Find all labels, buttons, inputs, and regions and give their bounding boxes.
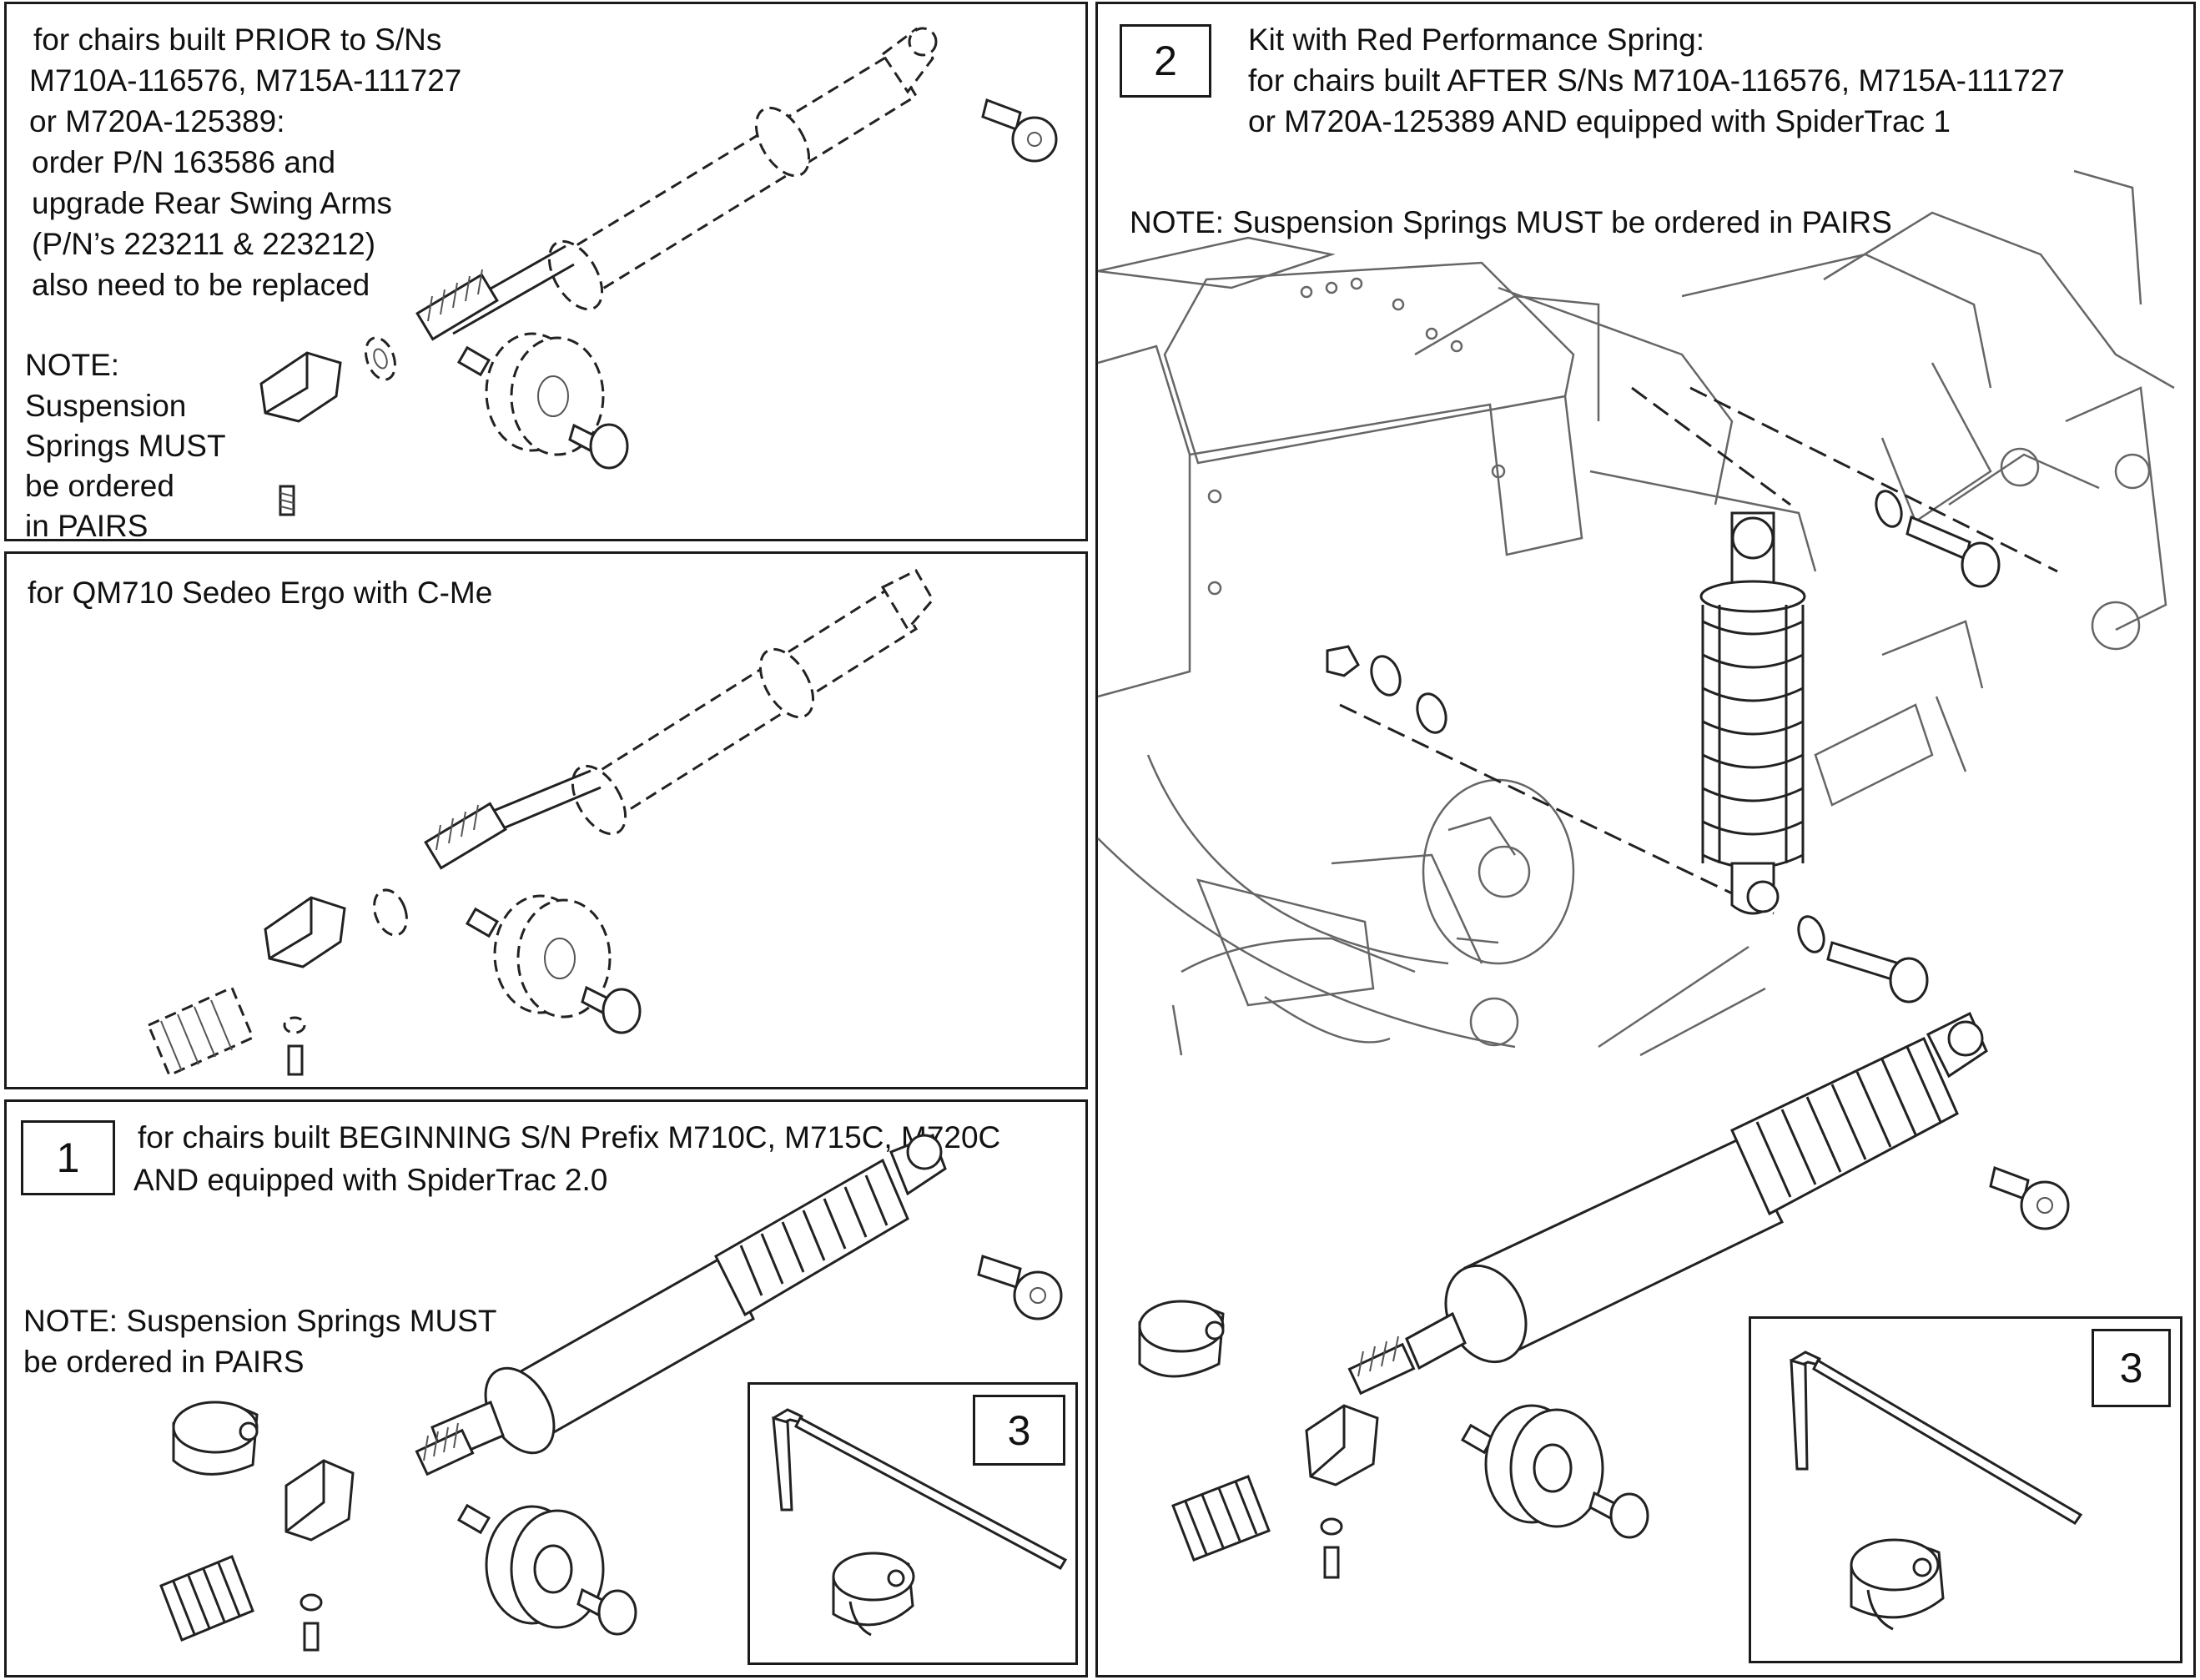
panel-a-line-2: M710A-116576, M715A-111727 — [29, 63, 462, 98]
socket-cap-screw — [576, 1587, 637, 1636]
shaft-collar — [1850, 1538, 1945, 1631]
red-performance-spring-shock — [1699, 511, 1806, 915]
set-screw — [456, 345, 491, 377]
panel-2-line-3: or M720A-125389 AND equipped with Spider… — [1248, 104, 1951, 138]
panel-2-line-2: for chairs built AFTER S/Ns M710A-116576… — [1248, 63, 2065, 98]
bushing-block — [284, 1459, 355, 1542]
panel-a-line-4: order P/N 163586 and — [32, 145, 336, 179]
bushing-block — [264, 896, 346, 968]
shaft-collar — [172, 1401, 259, 1476]
panel-2-illustration — [1097, 169, 2175, 1579]
kit-socket-cap-screw — [1588, 1491, 1649, 1539]
kit-nut-and-screw — [1320, 1517, 1343, 1579]
nut-and-screw — [283, 1016, 306, 1076]
panel-2-number: 2 — [1120, 24, 1211, 98]
shock-absorber-dashed — [415, 27, 938, 341]
upper-hardware — [1875, 490, 2001, 588]
panel-a-note-4: be ordered — [25, 469, 174, 503]
socket-cap-screw — [568, 423, 629, 470]
shock-absorber-solid — [415, 1134, 947, 1476]
panel-a-line-5: upgrade Rear Swing Arms — [32, 186, 392, 220]
panel-prior-serials: for chairs built PRIOR to S/Ns M710A-116… — [4, 2, 1088, 543]
coil-spring-dashed — [147, 985, 254, 1078]
kit-spring-collar — [1484, 1404, 1604, 1528]
panel-1-inset-tools: 3 — [748, 1382, 1078, 1665]
kit-shoulder-bolt — [1989, 1165, 2070, 1230]
panel-1-line-2: AND equipped with SpiderTrac 2.0 — [133, 1163, 608, 1197]
panel-a-line-1: for chairs built PRIOR to S/Ns — [33, 23, 442, 57]
socket-cap-screw — [581, 985, 642, 1034]
panel-2-line-1: Kit with Red Performance Spring: — [1248, 23, 1705, 57]
hex-key — [772, 1408, 1068, 1570]
panel-2-note: NOTE: Suspension Springs MUST be ordered… — [1130, 205, 1892, 239]
panel-b-illustration — [147, 569, 934, 1078]
panel-2-red-spring: 2 Kit with Red Performance Spring: for c… — [1095, 2, 2196, 1677]
kit-coil-spring — [1171, 1475, 1271, 1562]
shoulder-bolt — [977, 1255, 1063, 1320]
panel-sedeo-ergo: for QM710 Sedeo Ergo with C-Me — [4, 551, 1088, 1089]
panel-2-inset-illustration — [1790, 1351, 2083, 1631]
panel-1-spidertrac-2: 1 for chairs built BEGINNING S/N Prefix … — [4, 1099, 1088, 1677]
coil-spring — [159, 1555, 254, 1642]
panel-a-line-6: (P/N’s 223211 & 223212) — [32, 227, 376, 261]
nut-and-screw — [300, 1593, 323, 1652]
washer — [365, 336, 396, 381]
bushing-block — [259, 351, 342, 423]
panel-a-line-7: also need to be replaced — [32, 268, 370, 302]
chair-frame-background — [1097, 169, 2175, 1057]
lower-hardware — [1797, 915, 1929, 1003]
panel-a-note-5: in PAIRS — [25, 509, 149, 543]
shoulder-bolt — [981, 98, 1058, 163]
panel-2-inset-number: 3 — [2092, 1329, 2171, 1407]
panel-a-illustration — [259, 27, 1058, 516]
set-screw — [456, 1503, 491, 1535]
kit-shock-absorber — [1347, 1011, 1988, 1396]
panel-2-inset-tools: 3 — [1749, 1316, 2182, 1663]
spring-collar-dashed — [485, 332, 605, 456]
panel-a-note-1: NOTE: — [25, 348, 120, 382]
kit-bushing-block — [1305, 1404, 1379, 1486]
panel-1-inset-number: 3 — [973, 1395, 1065, 1466]
panel-a-line-3: or M720A-125389: — [29, 104, 285, 138]
washer — [373, 888, 408, 937]
panel-a-note-3: Springs MUST — [25, 429, 226, 463]
panel-1-illustration — [159, 1134, 1063, 1652]
panel-1-number: 1 — [21, 1120, 115, 1195]
shock-absorber-dashed — [424, 569, 934, 870]
panel-1-note-2: be ordered in PAIRS — [23, 1345, 305, 1379]
panel-1-note-1: NOTE: Suspension Springs MUST — [23, 1304, 497, 1338]
kit-shaft-collar — [1138, 1300, 1225, 1378]
panel-1-inset-illustration — [772, 1408, 1068, 1637]
hex-key — [1790, 1351, 2083, 1525]
panel-a-note-2: Suspension — [25, 389, 187, 423]
left-nut-washer — [1326, 645, 1447, 734]
set-screw — [465, 907, 500, 938]
small-screw — [279, 485, 295, 516]
panel-b-title: for QM710 Sedeo Ergo with C-Me — [28, 576, 493, 610]
shaft-collar — [832, 1552, 915, 1637]
